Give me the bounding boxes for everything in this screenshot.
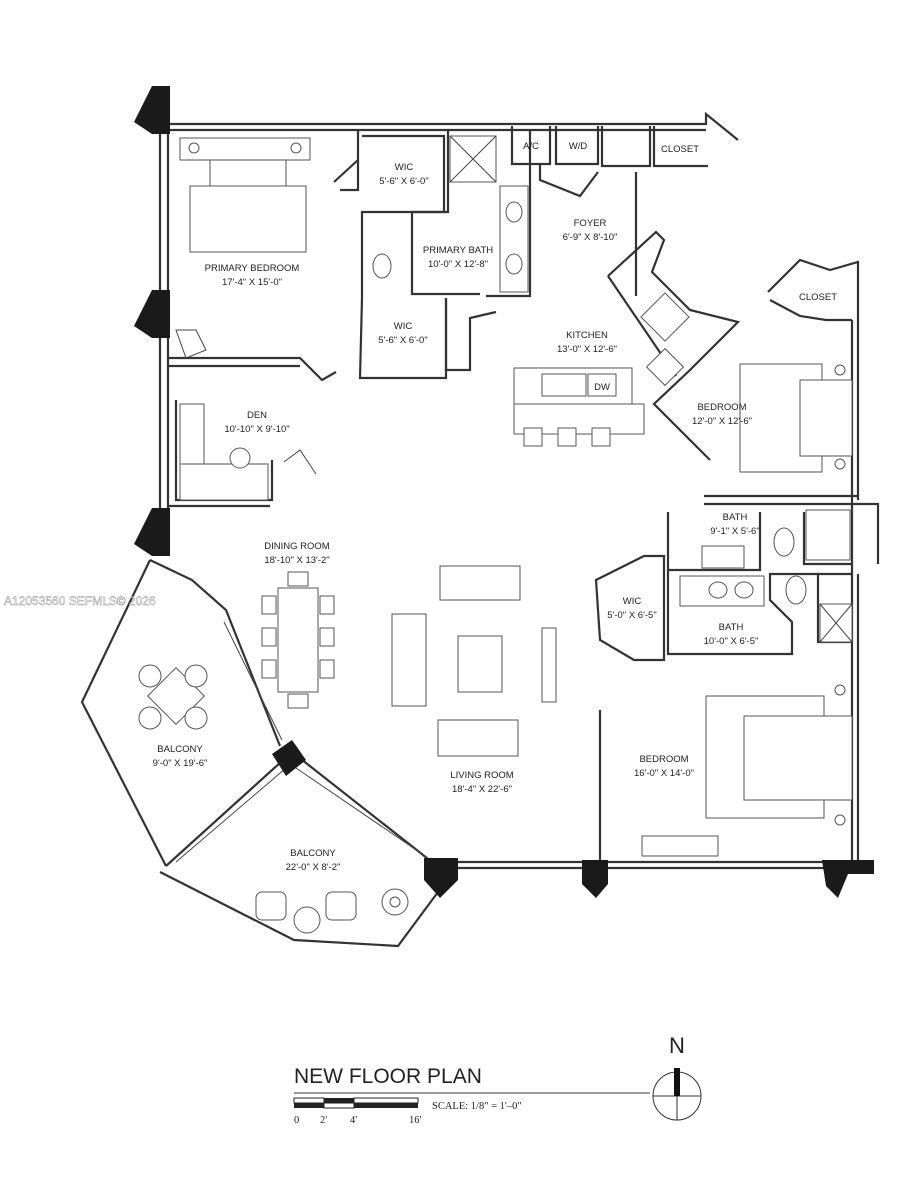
scale-tick-0: 0 xyxy=(294,1115,299,1126)
den-size: 10'-10" X 9'-10" xyxy=(224,424,289,435)
living-room-name: LIVING ROOM xyxy=(450,770,513,781)
wd-label: W/D xyxy=(569,141,588,152)
title-block: NEW FLOOR PLAN 0 2' 4' 16' SCALE: 1/8" =… xyxy=(293,1033,702,1126)
dining-room-name: DINING ROOM xyxy=(264,541,330,552)
kitchen-name: KITCHEN xyxy=(566,330,608,341)
bedroom-3-size: 16'-0" X 14'-0" xyxy=(634,768,694,779)
dining-room-size: 18'-10" X 13'-2" xyxy=(264,555,329,566)
primary-bath-size: 10'-0" X 12'-8" xyxy=(428,259,488,270)
structural-columns xyxy=(134,86,874,898)
foyer-size: 6'-9" X 8'-10" xyxy=(563,232,618,243)
bedroom-2-name: BEDROOM xyxy=(697,402,746,413)
foyer-name: FOYER xyxy=(574,218,607,229)
furniture xyxy=(138,135,853,934)
bath-2-size: 9'-1" X 5'-6" xyxy=(710,526,759,537)
den-name: DEN xyxy=(247,410,267,421)
dishwasher-label: DW xyxy=(594,382,610,393)
north-label: N xyxy=(669,1033,685,1058)
scale-text: SCALE: 1/8" = 1'–0" xyxy=(432,1101,522,1112)
ac-label: A/C xyxy=(523,141,539,152)
scale-bar xyxy=(293,1097,419,1109)
north-arrow: N xyxy=(652,1033,702,1121)
bedroom-3-name: BEDROOM xyxy=(639,754,688,765)
closet-right-label: CLOSET xyxy=(799,292,837,303)
wic-3-name: WIC xyxy=(623,596,642,607)
primary-bedroom-size: 17'-4" X 15'-0" xyxy=(222,277,282,288)
balcony-2-name: BALCONY xyxy=(290,848,336,859)
scale-tick-16: 16' xyxy=(409,1115,422,1126)
primary-bedroom-name: PRIMARY BEDROOM xyxy=(205,263,300,274)
balcony-1-name: BALCONY xyxy=(157,744,203,755)
wic-top-size: 5'-6" X 6'-0" xyxy=(379,176,428,187)
wic-top-name: WIC xyxy=(395,162,414,173)
scale-tick-4: 4' xyxy=(350,1115,357,1126)
bedroom-2-size: 12'-0" X 12'-6" xyxy=(692,416,752,427)
bath-3-size: 10'-0" X 6'-5" xyxy=(704,636,759,647)
living-room-size: 18'-4" X 22'-6" xyxy=(452,784,512,795)
watermark: A12053560 SEFMLS© 2026 xyxy=(4,594,156,608)
bath-2-name: BATH xyxy=(723,512,748,523)
balcony-2-size: 22'-0" X 8'-2" xyxy=(286,862,341,873)
walls xyxy=(80,111,880,948)
plan-title: NEW FLOOR PLAN xyxy=(294,1065,482,1088)
primary-bath-name: PRIMARY BATH xyxy=(423,245,493,256)
wic-mid-name: WIC xyxy=(394,321,413,332)
scale-tick-2: 2' xyxy=(320,1115,327,1126)
balcony-1-size: 9'-0" X 19'-6" xyxy=(153,758,208,769)
wic-3-size: 5'-0" X 6'-5" xyxy=(607,610,656,621)
room-labels: PRIMARY BEDROOM 17'-4" X 15'-0" WIC 5'-6… xyxy=(153,141,838,873)
bath-3-name: BATH xyxy=(719,622,744,633)
closet-top-label: CLOSET xyxy=(661,144,699,155)
wic-mid-size: 5'-6" X 6'-0" xyxy=(378,335,427,346)
kitchen-size: 13'-0" X 12'-6" xyxy=(557,344,617,355)
